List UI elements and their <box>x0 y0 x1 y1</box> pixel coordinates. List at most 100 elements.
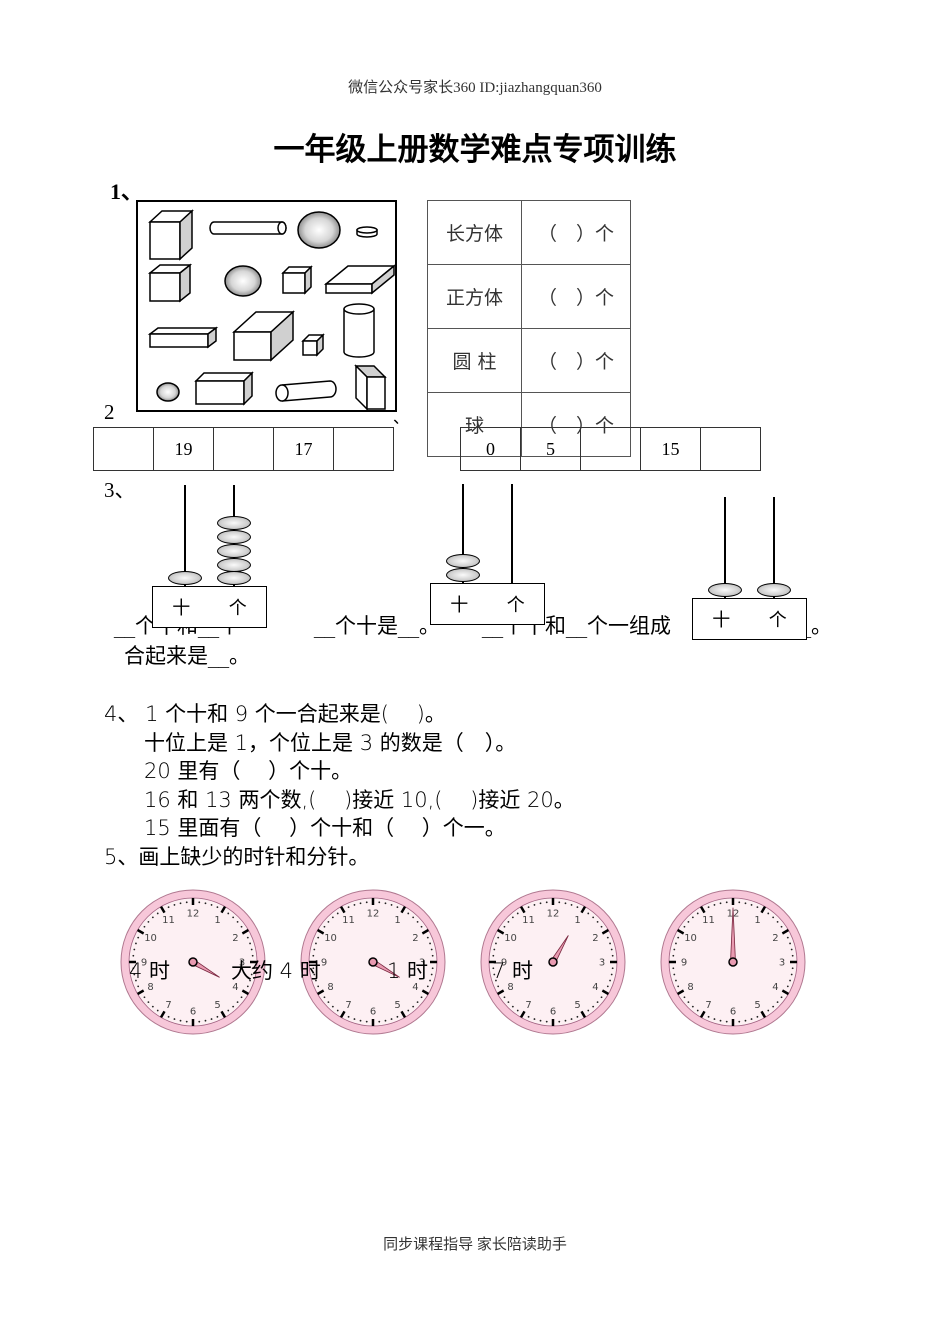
tens-label: 十 <box>172 598 191 619</box>
svg-text:9: 9 <box>141 958 147 969</box>
svg-text:4: 4 <box>412 982 418 993</box>
svg-text:10: 10 <box>504 933 517 944</box>
svg-text:1: 1 <box>214 915 220 926</box>
svg-text:1: 1 <box>754 915 760 926</box>
page-title: 一年级上册数学难点专项训练 <box>273 132 677 168</box>
sequence-cell: 0 <box>460 427 521 471</box>
svg-text:3: 3 <box>599 958 605 969</box>
svg-text:2: 2 <box>772 933 778 944</box>
ones-rod <box>773 497 775 598</box>
svg-text:4: 4 <box>592 982 598 993</box>
sequence-cell[interactable] <box>333 427 394 471</box>
fill-text-total: 合起来是__。 <box>124 644 250 668</box>
svg-text:10: 10 <box>144 933 157 944</box>
tens-rod <box>184 485 186 586</box>
svg-text:8: 8 <box>687 982 693 993</box>
shape-label: 长方体 <box>427 200 522 265</box>
bead <box>217 530 251 544</box>
sequence-cell[interactable] <box>700 427 761 471</box>
tens-rod <box>462 484 464 583</box>
shape-count-input[interactable]: （ ）个 <box>521 264 631 329</box>
svg-text:11: 11 <box>162 915 175 926</box>
question-4-line-5: 15 里面有（ ）个十和（ ）个一。 <box>144 816 506 840</box>
bead <box>217 544 251 558</box>
tens-label: 十 <box>712 610 731 631</box>
svg-text:5: 5 <box>754 1000 760 1011</box>
question-2-mark: 、 <box>393 410 410 427</box>
question-1-number: 1、 <box>110 179 144 204</box>
svg-text:3: 3 <box>239 958 245 969</box>
question-5-line: 5、画上缺少的时针和分针。 <box>104 843 575 872</box>
sequence-cell[interactable] <box>580 427 641 471</box>
clock-label-3: 1 时 <box>387 959 429 983</box>
bead <box>168 571 202 585</box>
table-row: 正方体 （ ）个 <box>427 264 631 329</box>
table-row: 圆 柱 （ ）个 <box>427 328 631 393</box>
table-row: 长方体 （ ）个 <box>427 200 631 265</box>
svg-text:10: 10 <box>684 933 697 944</box>
sequence-cell[interactable] <box>93 427 154 471</box>
svg-text:11: 11 <box>342 915 355 926</box>
question-4-line-1: 4、 1 个十和 9 个一合起来是( )。 <box>104 700 575 729</box>
question-text: 1 个十和 9 个一合起来是( )。 <box>145 702 446 726</box>
sequence-cell[interactable] <box>213 427 274 471</box>
clock-label-1: 4 时 <box>129 959 171 983</box>
bead <box>217 571 251 585</box>
svg-text:7: 7 <box>345 1000 351 1011</box>
svg-text:9: 9 <box>681 958 687 969</box>
svg-text:8: 8 <box>507 982 513 993</box>
shapes-figure <box>136 200 397 412</box>
question-3-number: 3、 <box>104 478 136 502</box>
svg-text:1: 1 <box>574 915 580 926</box>
svg-text:4: 4 <box>772 982 778 993</box>
sequence-cell: 15 <box>640 427 701 471</box>
ones-rod <box>511 484 513 583</box>
clock-label-4: 7 时 <box>492 959 534 983</box>
svg-text:9: 9 <box>501 958 507 969</box>
svg-text:5: 5 <box>574 1000 580 1011</box>
shape-label: 圆 柱 <box>427 328 522 393</box>
clock-label-2: 大约 4 时 <box>231 959 321 983</box>
question-4-number: 4、 <box>104 702 139 726</box>
number-sequence-right: 0 5 15 <box>460 427 761 471</box>
svg-text:2: 2 <box>232 933 238 944</box>
question-4-line-3: 20 里有（ ）个十。 <box>144 759 353 783</box>
question-2-number: 2 <box>104 400 115 424</box>
sequence-cell: 19 <box>153 427 214 471</box>
svg-text:11: 11 <box>522 915 535 926</box>
shape-count-input[interactable]: （ ）个 <box>521 200 631 265</box>
svg-text:7: 7 <box>705 1000 711 1011</box>
bead <box>446 554 480 568</box>
shape-count-input[interactable]: （ ）个 <box>521 328 631 393</box>
svg-text:8: 8 <box>327 982 333 993</box>
3d-shapes-icon <box>147 209 397 411</box>
abacus-base: 十 个 <box>430 583 545 625</box>
sequence-cell: 17 <box>273 427 334 471</box>
page-header: 微信公众号家长360 ID:jiazhangquan360 <box>348 80 602 96</box>
svg-text:7: 7 <box>525 1000 531 1011</box>
ones-label: 个 <box>506 595 525 616</box>
svg-text:6: 6 <box>550 1007 556 1018</box>
bead <box>757 583 791 597</box>
abacus-3: 十 个 <box>692 497 807 640</box>
svg-text:7: 7 <box>165 1000 171 1011</box>
tens-label: 十 <box>450 595 469 616</box>
number-sequence-left: 19 17 <box>93 427 394 471</box>
svg-text:5: 5 <box>214 1000 220 1011</box>
svg-text:12: 12 <box>187 909 200 920</box>
svg-text:12: 12 <box>367 909 380 920</box>
shape-count-table: 长方体 （ ）个 正方体 （ ）个 圆 柱 （ ）个 球 （ ）个 <box>427 200 631 457</box>
page-footer: 同步课程指导 家长陪读助手 <box>383 1237 567 1253</box>
abacus-2: 十 个 <box>430 484 545 625</box>
abacus-base: 十 个 <box>152 586 267 628</box>
question-4-line-2: 十位上是 1，个位上是 3 的数是（ ）。 <box>144 730 517 755</box>
svg-text:6: 6 <box>730 1007 736 1018</box>
svg-text:6: 6 <box>190 1007 196 1018</box>
